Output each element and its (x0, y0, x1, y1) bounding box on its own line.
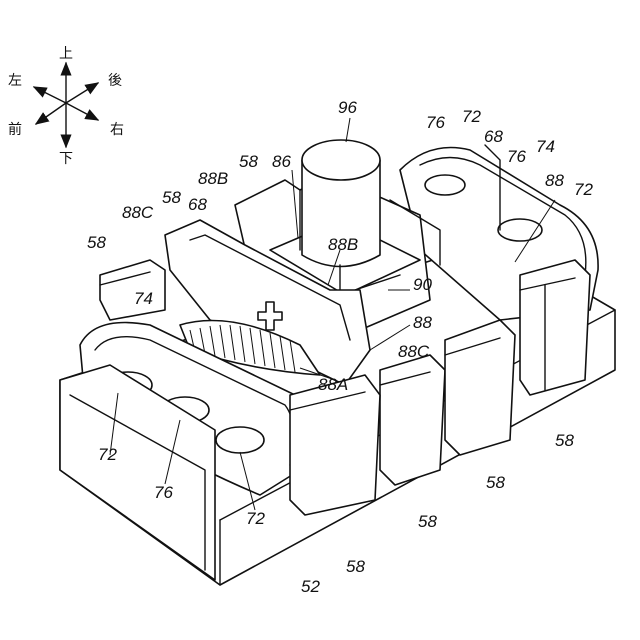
ref-72: 72 (462, 107, 481, 126)
ref-68: 68 (484, 127, 503, 146)
left-teeth (100, 260, 165, 320)
label-left: 左 (8, 73, 22, 89)
ref-96: 96 (338, 98, 357, 117)
ref-76: 76 (507, 147, 526, 166)
direction-compass: 上 下 左 右 前 後 (8, 46, 124, 167)
ref-58: 58 (87, 233, 106, 252)
ref-88b: 88B (328, 235, 358, 254)
rear-teeth (520, 260, 590, 395)
ref-72: 72 (246, 509, 265, 528)
ref-88: 88 (413, 313, 432, 332)
ref-88: 88 (545, 171, 564, 190)
ref-76: 76 (154, 483, 173, 502)
ref-58: 58 (555, 431, 574, 450)
ref-88a: 88A (318, 375, 348, 394)
ref-58: 58 (346, 557, 365, 576)
ref-88c: 88C (398, 342, 430, 361)
ref-68: 68 (188, 195, 207, 214)
ref-88b: 88B (198, 169, 228, 188)
arrow-front (36, 103, 66, 124)
ref-74: 74 (134, 289, 153, 308)
arrow-left (34, 87, 66, 103)
label-down: 下 (59, 151, 73, 167)
label-right: 右 (110, 122, 124, 138)
arrow-rear (66, 83, 98, 103)
ref-86: 86 (272, 152, 291, 171)
ref-58: 58 (239, 152, 258, 171)
ref-76: 76 (426, 113, 445, 132)
ref-58: 58 (486, 473, 505, 492)
ref-58: 58 (418, 512, 437, 531)
ref-72: 72 (574, 180, 593, 199)
ref-88c: 88C (122, 203, 154, 222)
arrow-right (66, 103, 98, 120)
ref-72: 72 (98, 445, 117, 464)
ref-58: 58 (162, 188, 181, 207)
label-front: 前 (8, 121, 22, 138)
label-up: 上 (59, 46, 73, 62)
ref-90: 90 (413, 275, 432, 294)
ref-74: 74 (536, 137, 555, 156)
ref-52: 52 (301, 577, 320, 596)
label-rear: 後 (108, 73, 122, 89)
